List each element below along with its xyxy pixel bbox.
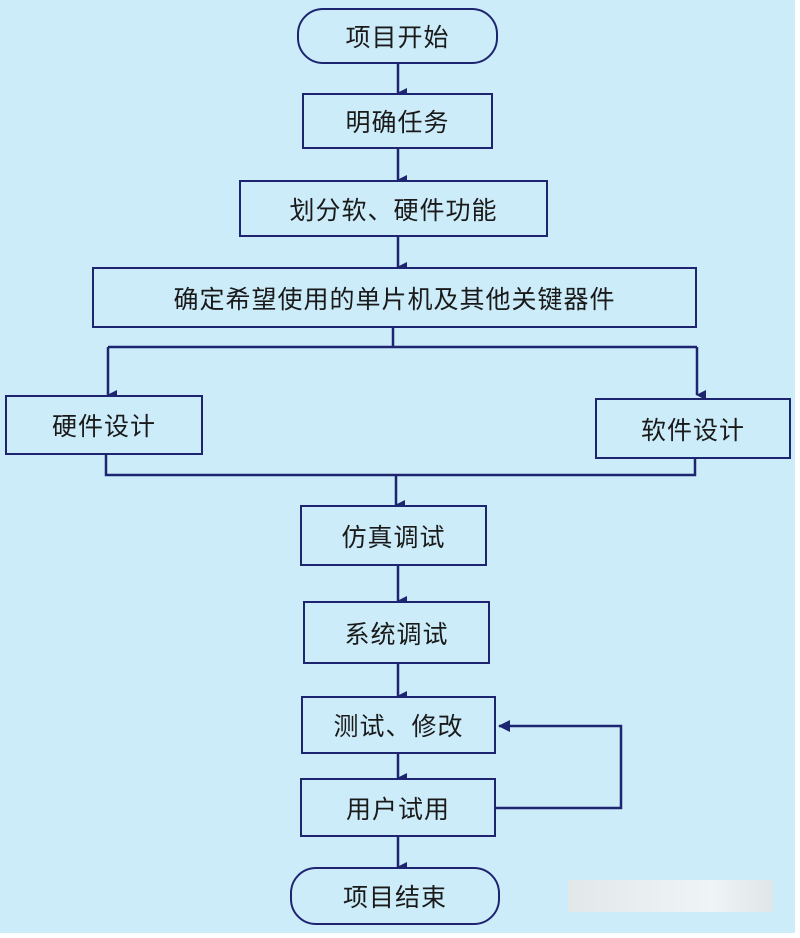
end-node: 项目结束 — [290, 867, 500, 925]
merge-left — [104, 455, 697, 477]
step-define-task-label: 明确任务 — [345, 108, 450, 137]
watermark-blur — [568, 880, 773, 912]
feedback-loop-arrow — [496, 720, 623, 810]
step-select-components-label: 确定希望使用的单片机及其他关键器件 — [173, 284, 616, 314]
step-divide-functions: 划分软、硬件功能 — [239, 180, 548, 237]
start-node: 项目开始 — [297, 8, 498, 64]
end-label: 项目结束 — [342, 883, 447, 912]
step-test-modify-label: 测试、修改 — [333, 712, 464, 741]
step-divide-functions-label: 划分软、硬件功能 — [289, 195, 498, 225]
step-simulation-debug-label: 仿真调试 — [341, 522, 446, 552]
step-user-trial: 用户试用 — [300, 778, 496, 837]
hardware-design-label: 硬件设计 — [51, 412, 156, 441]
software-design-node: 软件设计 — [595, 398, 791, 459]
hardware-design-node: 硬件设计 — [5, 395, 203, 455]
step-test-modify: 测试、修改 — [301, 696, 496, 754]
step-system-debug-label: 系统调试 — [344, 619, 449, 649]
start-label: 项目开始 — [345, 23, 450, 52]
step-system-debug: 系统调试 — [303, 601, 490, 664]
step-simulation-debug: 仿真调试 — [300, 505, 487, 566]
software-design-label: 软件设计 — [640, 415, 745, 445]
step-select-components: 确定希望使用的单片机及其他关键器件 — [92, 267, 697, 328]
step-define-task: 明确任务 — [302, 93, 493, 149]
step-user-trial-label: 用户试用 — [345, 794, 450, 824]
